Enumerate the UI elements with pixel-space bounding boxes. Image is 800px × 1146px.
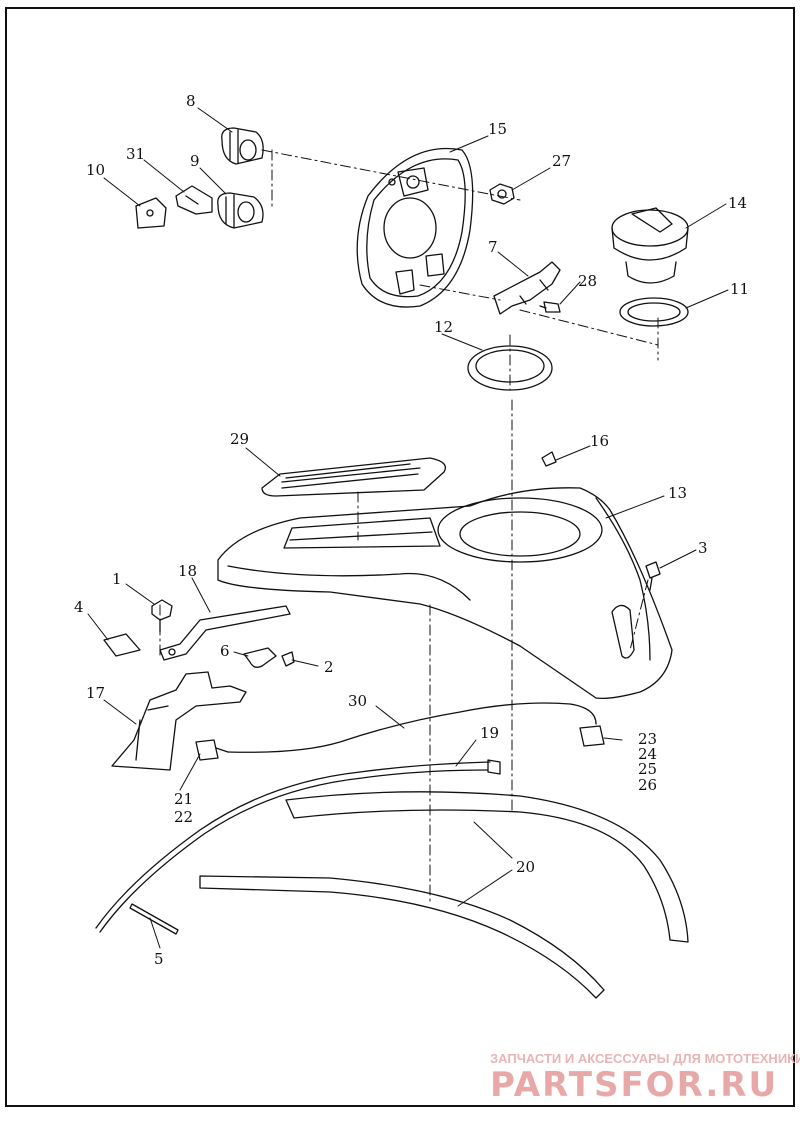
callout-2: 2	[324, 658, 334, 676]
callout-9: 9	[190, 152, 200, 170]
callout-labels: 8 31 9 10 15 27 14 7 28 11 12 29 16 13 3…	[74, 92, 749, 968]
callout-13: 13	[668, 484, 687, 502]
callout-17: 17	[86, 684, 105, 702]
watermark-logo: PARTSFOR.RU	[490, 1065, 778, 1105]
callout-29: 29	[230, 430, 249, 448]
callout-7: 7	[488, 238, 498, 256]
watermark-tagline: ЗАПЧАСТИ И АКСЕССУАРЫ ДЛЯ МОТОТЕХНИКИ	[490, 1051, 800, 1066]
callout-1: 1	[112, 570, 122, 588]
part-27-nut	[489, 183, 515, 205]
part-16-plug	[541, 451, 557, 467]
part-3-screw	[645, 561, 661, 591]
part-10-plate	[135, 197, 167, 229]
callout-27: 27	[552, 152, 571, 170]
part-1-bolt	[151, 599, 173, 633]
callout-8: 8	[186, 92, 196, 110]
callout-25: 25	[638, 760, 657, 778]
callout-4: 4	[74, 598, 84, 616]
part-11-gasket	[619, 297, 689, 327]
part-31-bracket	[175, 185, 213, 215]
part-30-harness	[195, 702, 605, 761]
callout-16: 16	[590, 432, 609, 450]
part-13-console	[217, 487, 673, 700]
callout-30: 30	[348, 692, 367, 710]
callout-26: 26	[638, 776, 657, 794]
part-2-screw	[281, 651, 295, 667]
callout-5: 5	[154, 950, 164, 968]
part-7-bracket	[493, 261, 561, 315]
callout-21: 21	[174, 790, 193, 808]
callout-28: 28	[578, 272, 597, 290]
watermark: ЗАПЧАСТИ И АКСЕССУАРЫ ДЛЯ МОТОТЕХНИКИ PA…	[490, 1051, 800, 1105]
part-12-ring	[467, 345, 553, 391]
part-6-clip	[243, 647, 277, 668]
callout-23: 23	[638, 730, 657, 748]
callout-31: 31	[126, 145, 145, 163]
part-8-switch	[221, 127, 264, 165]
callout-24: 24	[638, 745, 657, 763]
leader-lines	[87, 107, 729, 949]
part-4-clip	[103, 633, 141, 657]
callout-22: 22	[174, 808, 193, 826]
callout-6: 6	[220, 642, 230, 660]
part-20-channel-upper	[285, 791, 689, 943]
part-5-pin	[129, 903, 179, 935]
callout-14: 14	[728, 194, 747, 212]
part-14-fuel-cap	[611, 207, 689, 284]
callout-10: 10	[86, 161, 105, 179]
callout-15: 15	[488, 120, 507, 138]
assembly-lines	[159, 149, 659, 906]
callout-20: 20	[516, 858, 535, 876]
callout-11: 11	[730, 280, 749, 298]
part-17-bracket	[111, 671, 247, 771]
part-9-switch	[217, 192, 264, 229]
callout-3: 3	[698, 539, 708, 557]
part-29-trim	[261, 457, 447, 497]
part-18-bracket	[159, 605, 291, 661]
part-15-backplate	[356, 147, 474, 308]
diagram-border	[5, 7, 795, 1107]
callout-12: 12	[434, 318, 453, 336]
callout-18: 18	[178, 562, 197, 580]
part-20-channel-lower	[199, 875, 605, 999]
part-19-hose	[95, 759, 501, 933]
part-28-screw	[539, 301, 561, 313]
callout-19: 19	[480, 724, 499, 742]
